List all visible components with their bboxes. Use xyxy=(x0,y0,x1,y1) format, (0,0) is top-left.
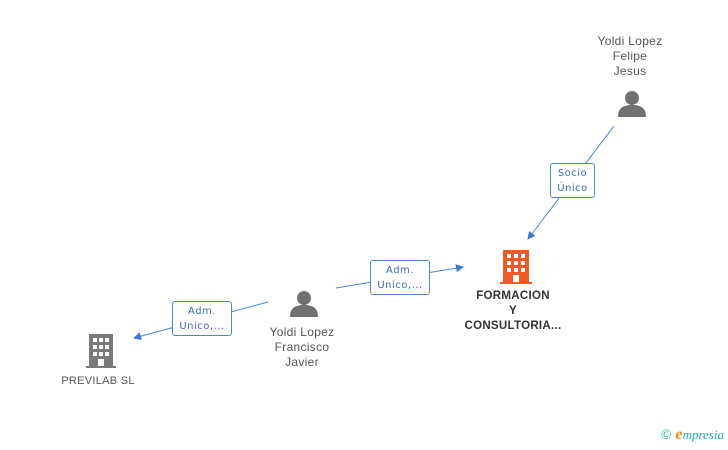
node-label-line: FORMACION xyxy=(476,290,550,302)
node-label-line: Felipe xyxy=(612,49,648,63)
edge-label-line: Unico,... xyxy=(179,321,225,332)
node-label-line: Francisco xyxy=(274,340,330,354)
node-label-line: Yoldi Lopez xyxy=(597,34,663,48)
edge-label-line: Adm. xyxy=(188,306,216,317)
node-label-felipe[interactable]: Yoldi Lopez Felipe Jesus xyxy=(580,34,680,79)
building-icon[interactable] xyxy=(86,334,116,368)
edge-label-line: Socio xyxy=(557,168,588,179)
node-label-line: Y xyxy=(509,305,517,317)
brand-initial: e xyxy=(675,426,683,443)
node-label-line: Javier xyxy=(285,355,319,369)
person-icon[interactable] xyxy=(290,291,318,317)
edge-label-line: Único xyxy=(557,183,588,194)
edge-label-socio[interactable]: Socio Único xyxy=(550,163,595,198)
building-icon[interactable] xyxy=(500,250,532,284)
node-label-line: Jesus xyxy=(613,64,647,78)
node-label-line: CONSULTORIA... xyxy=(464,320,562,332)
person-icon[interactable] xyxy=(618,91,646,117)
node-label-francisco[interactable]: Yoldi Lopez Francisco Javier xyxy=(252,325,352,370)
edge-label-adm-formacion[interactable]: Adm. Unico,... xyxy=(370,260,430,295)
node-label-previlab[interactable]: PREVILAB SL xyxy=(46,374,150,389)
node-label-line: PREVILAB SL xyxy=(61,375,135,387)
empresia-watermark: ©empresia xyxy=(661,426,724,444)
node-label-formacion[interactable]: FORMACION Y CONSULTORIA... xyxy=(448,289,578,334)
node-label-line: Yoldi Lopez xyxy=(269,325,335,339)
copyright-icon: © xyxy=(660,428,672,443)
edge-label-adm-previlab[interactable]: Adm. Unico,... xyxy=(172,301,232,336)
edge-label-line: Adm. xyxy=(386,265,414,276)
brand-name: mpresia xyxy=(682,427,724,442)
edge-label-line: Unico,... xyxy=(377,280,423,291)
